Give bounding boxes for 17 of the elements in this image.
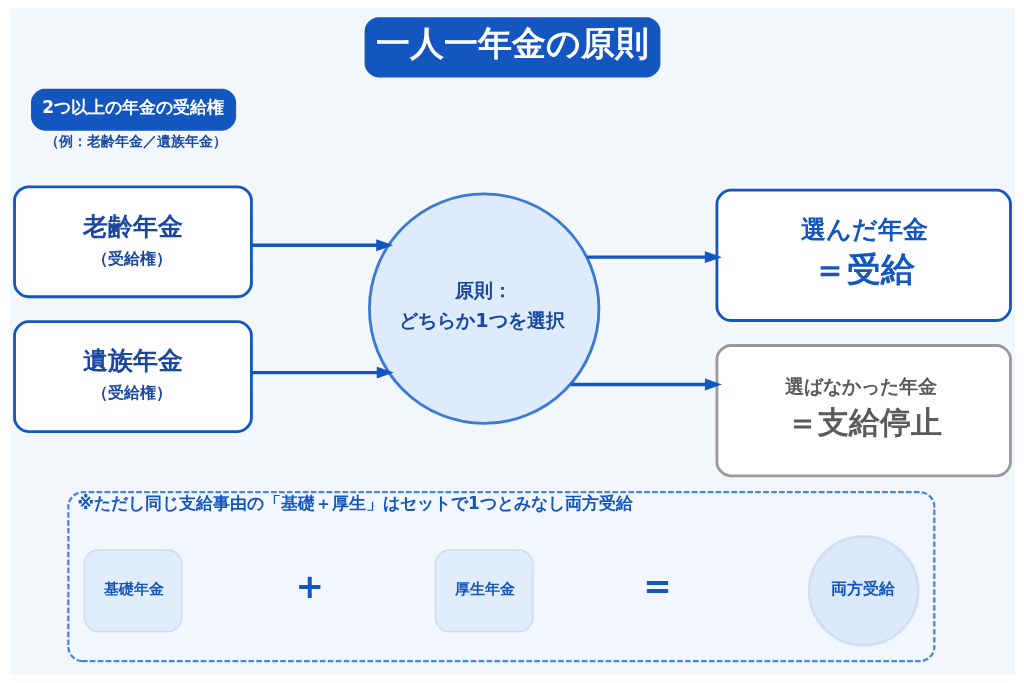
arrow [251,239,393,252]
arrow [251,366,394,379]
arrow [586,251,722,264]
node-box: 選んだ年金 ＝受給 [715,188,1012,322]
label: = [642,566,672,607]
node-circle: 原則： どちらか1つを選択 [367,192,600,425]
node-box: 遺族年金 （受給権） [12,320,253,433]
node-box: 厚生年金 [434,549,534,633]
node-circle: 両方受給 [807,535,920,647]
node-box: 選ばなかった年金 ＝支給停止 [715,344,1012,478]
node-label: （例：老齢年金／遺族年金） [44,133,227,150]
node-box: 基礎年金 [83,549,182,633]
diagram-title: 一人一年金の原則 [375,23,649,64]
node-box: 2つ以上の年金の受給権 [30,88,236,131]
node-box: 老齢年金 （受給権） [12,185,253,299]
arrow [570,378,722,391]
label: + [295,566,324,607]
